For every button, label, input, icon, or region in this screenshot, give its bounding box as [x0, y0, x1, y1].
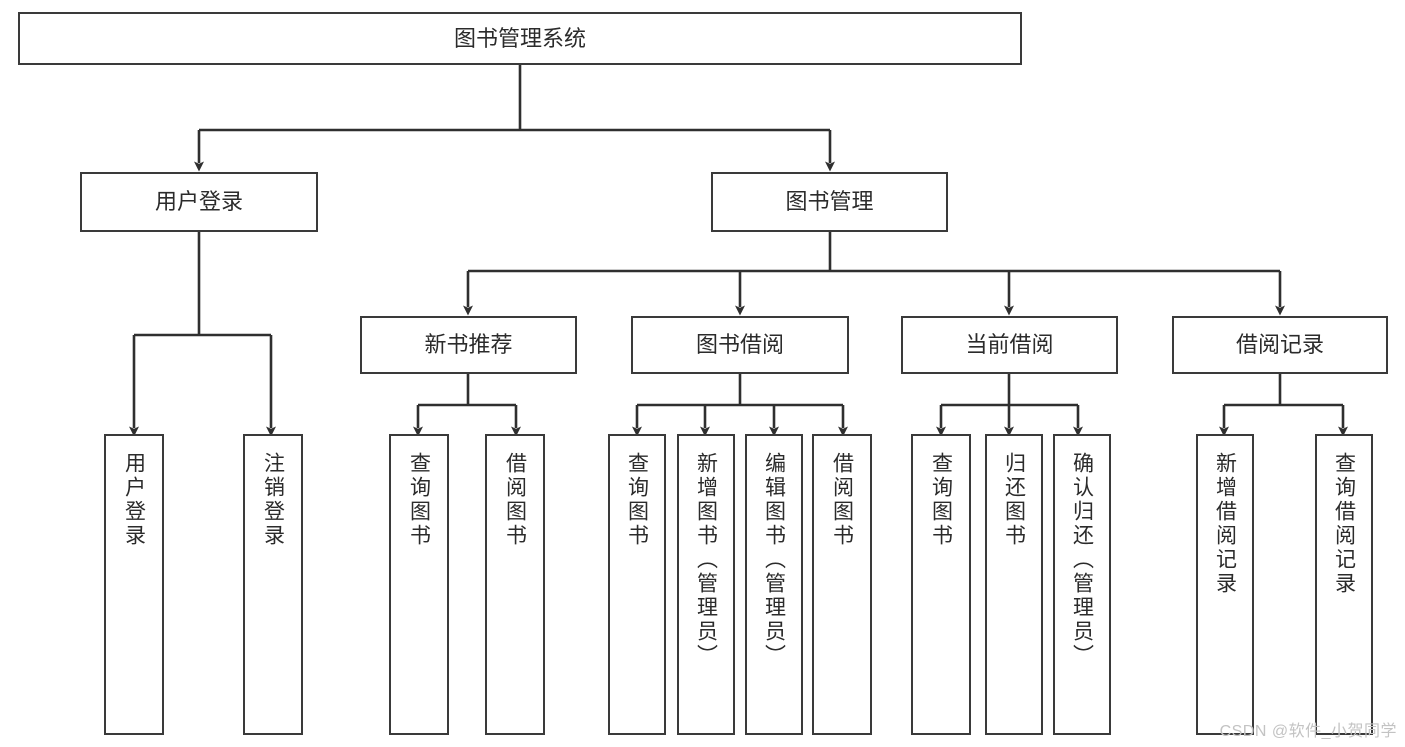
leaf-edit-book-admin[interactable]: 编辑图书（管理员）	[745, 434, 803, 735]
node-label: 借阅图书	[830, 452, 854, 548]
node-label: 确认归还（管理员）	[1070, 452, 1094, 668]
leaf-borrow-book[interactable]: 借阅图书	[812, 434, 872, 735]
node-label: 当前借阅	[965, 332, 1054, 358]
node-label: 图书借阅	[695, 332, 784, 358]
node-label: 图书管理	[785, 189, 874, 215]
node-user-login[interactable]: 用户登录	[80, 172, 318, 232]
node-label: 查询图书	[625, 452, 649, 548]
node-label: 新增借阅记录	[1213, 452, 1237, 596]
leaf-query-book-current[interactable]: 查询图书	[911, 434, 971, 735]
node-label: 图书管理系统	[453, 25, 586, 51]
leaf-query-book-recommend[interactable]: 查询图书	[389, 434, 449, 735]
node-label: 注销登录	[261, 452, 285, 548]
node-label: 编辑图书（管理员）	[762, 452, 786, 668]
node-root[interactable]: 图书管理系统	[18, 12, 1022, 65]
node-book-borrow[interactable]: 图书借阅	[631, 316, 849, 374]
leaf-confirm-return-admin[interactable]: 确认归还（管理员）	[1053, 434, 1111, 735]
leaf-return-book[interactable]: 归还图书	[985, 434, 1043, 735]
node-borrow-record[interactable]: 借阅记录	[1172, 316, 1388, 374]
leaf-logout[interactable]: 注销登录	[243, 434, 303, 735]
node-label: 查询图书	[407, 452, 431, 548]
node-label: 借阅图书	[503, 452, 527, 548]
node-label: 查询图书	[929, 452, 953, 548]
node-label: 用户登录	[122, 452, 146, 548]
node-new-book-recommend[interactable]: 新书推荐	[360, 316, 577, 374]
leaf-query-book-borrow[interactable]: 查询图书	[608, 434, 666, 735]
leaf-borrow-book-recommend[interactable]: 借阅图书	[485, 434, 545, 735]
node-current-borrow[interactable]: 当前借阅	[901, 316, 1118, 374]
node-label: 用户登录	[154, 189, 243, 215]
node-label: 查询借阅记录	[1332, 452, 1356, 596]
node-book-management[interactable]: 图书管理	[711, 172, 948, 232]
leaf-add-borrow-record[interactable]: 新增借阅记录	[1196, 434, 1254, 735]
node-label: 借阅记录	[1235, 332, 1324, 358]
node-label: 新增图书（管理员）	[694, 452, 718, 668]
leaf-user-login[interactable]: 用户登录	[104, 434, 164, 735]
node-label: 归还图书	[1002, 452, 1026, 548]
leaf-add-book-admin[interactable]: 新增图书（管理员）	[677, 434, 735, 735]
node-label: 新书推荐	[424, 332, 513, 358]
leaf-query-borrow-record[interactable]: 查询借阅记录	[1315, 434, 1373, 735]
